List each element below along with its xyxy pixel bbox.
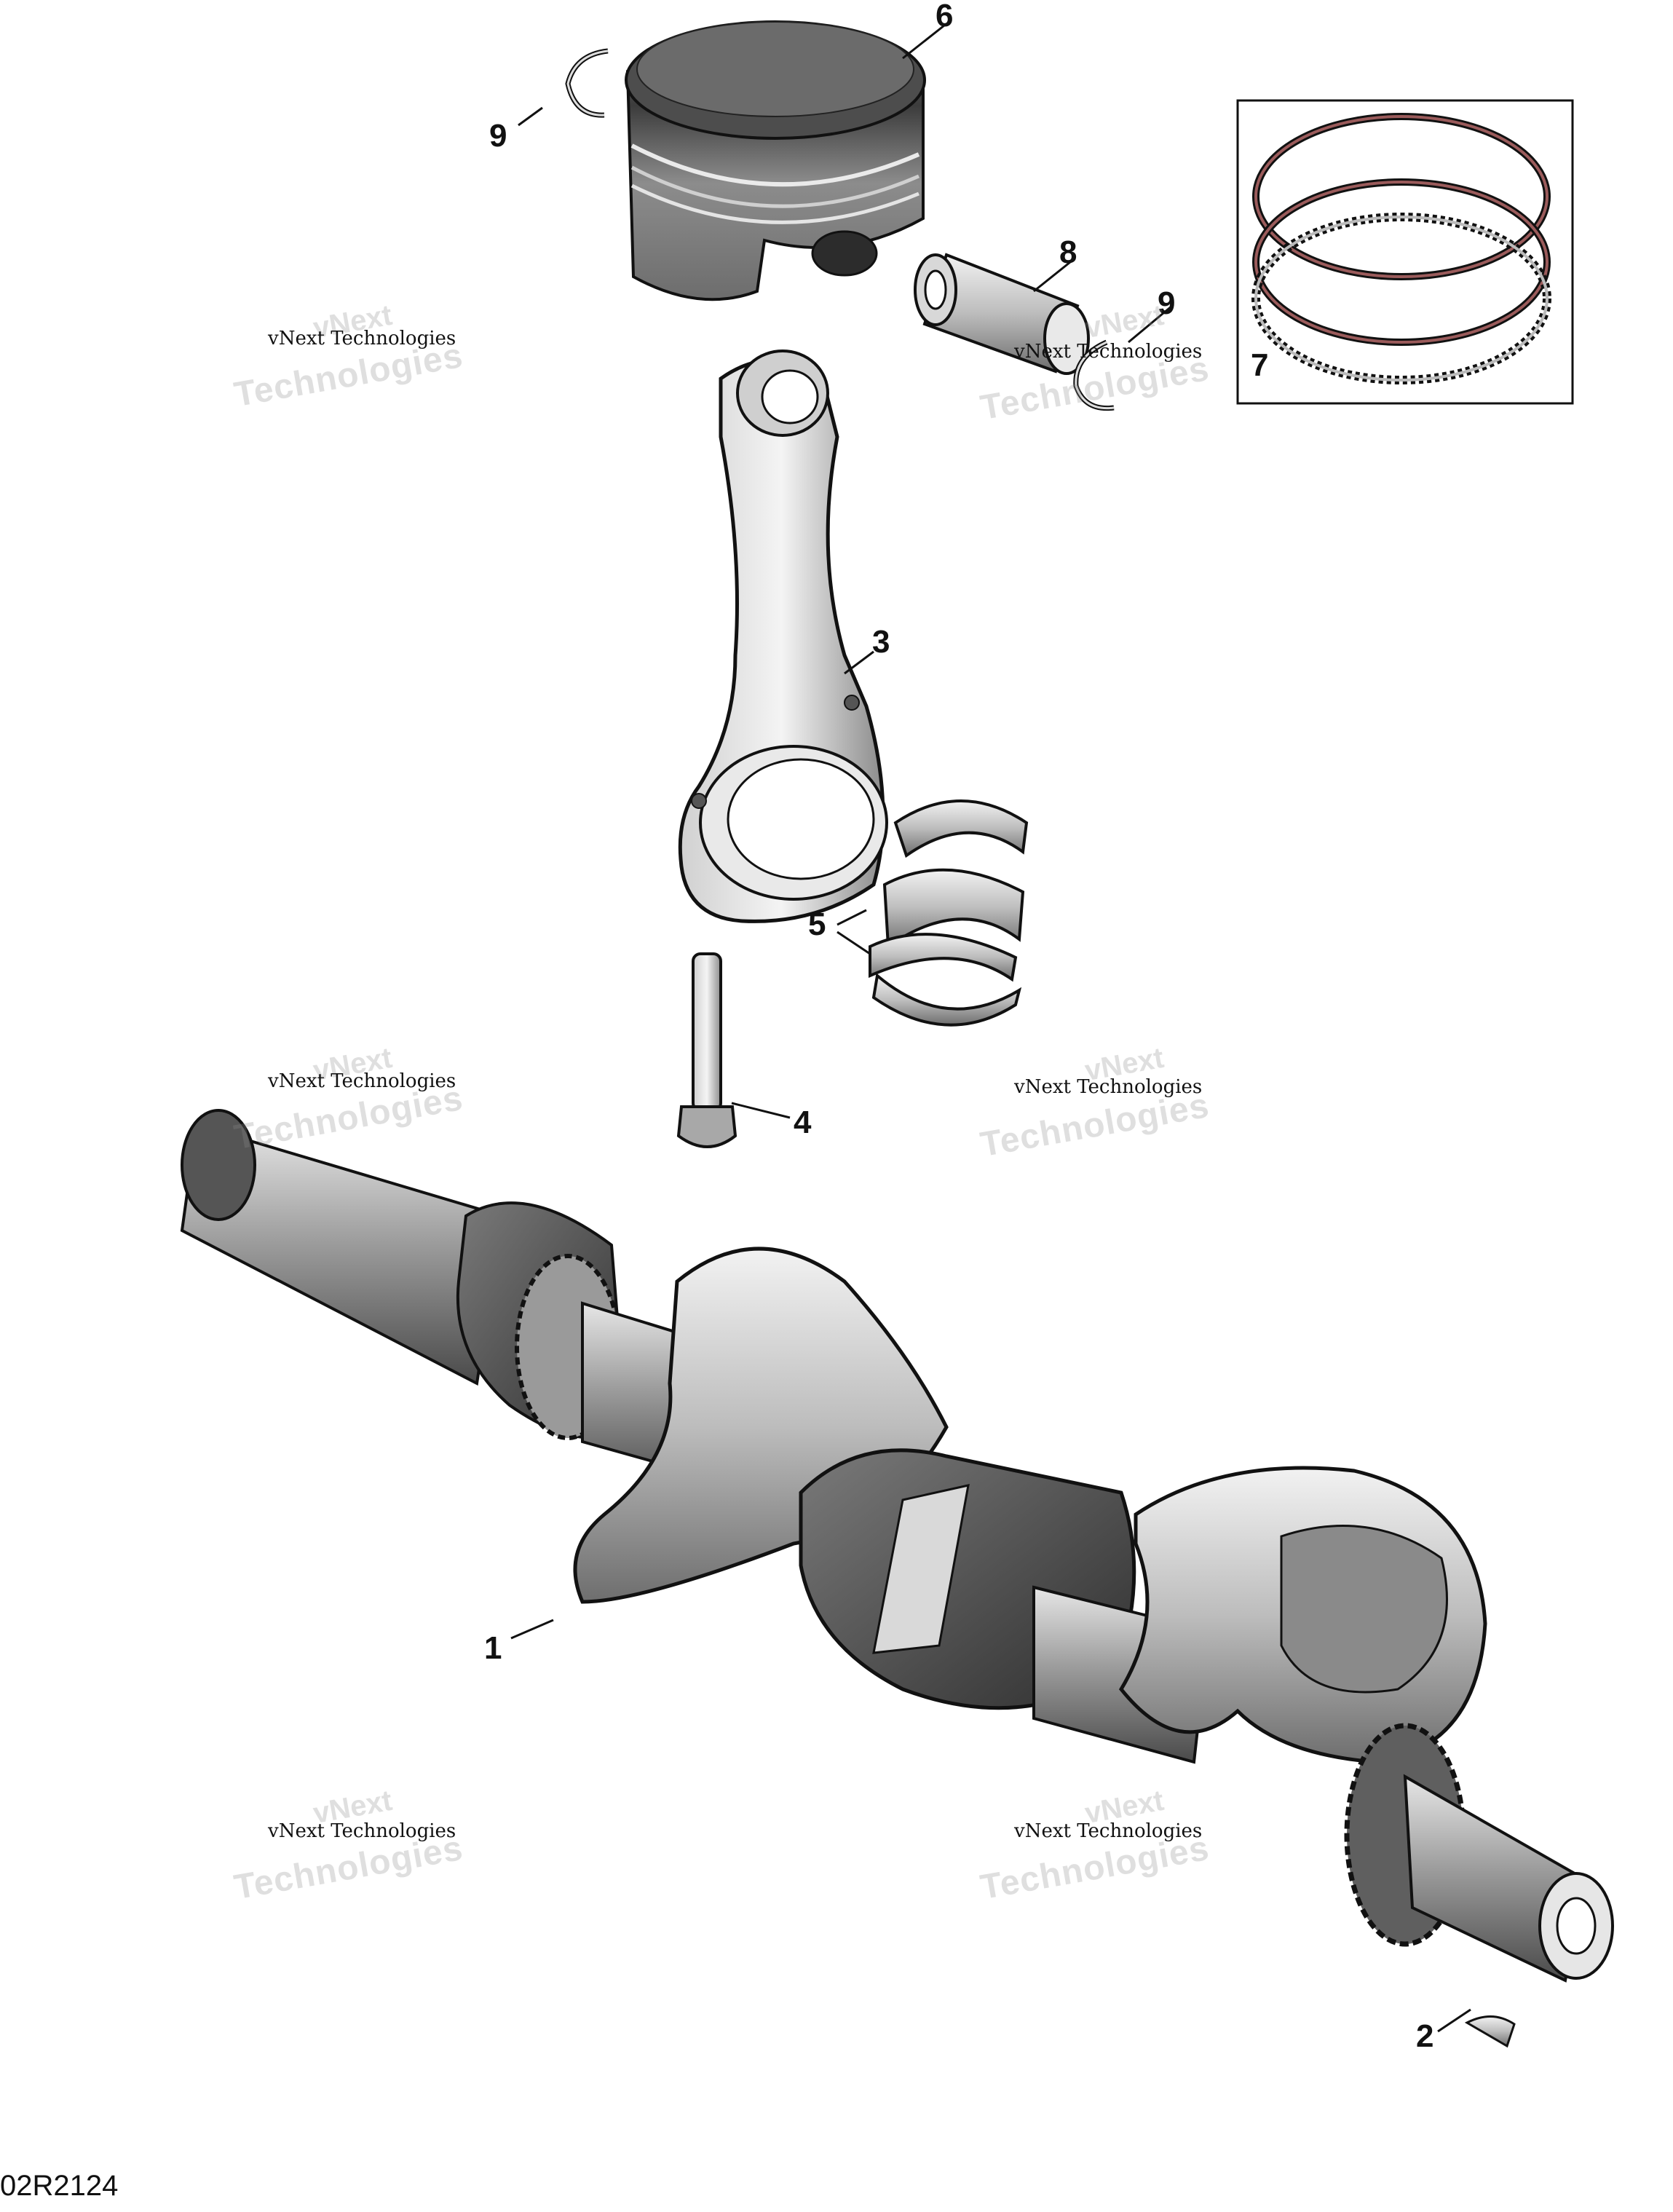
watermark-line: vNext Technologies xyxy=(268,1070,456,1092)
drawing-code: 02R2124 xyxy=(0,2170,119,2202)
watermark-line: vNext Technologies xyxy=(1014,1820,1203,1842)
callout-9-circlip-top: 9 xyxy=(489,118,507,154)
woodruff-key xyxy=(1464,2015,1516,2048)
watermark-line: vNext Technologies xyxy=(1014,1076,1203,1098)
callout-4-con-rod-bolt: 4 xyxy=(794,1105,812,1140)
piston xyxy=(625,20,926,301)
leader-lines xyxy=(510,24,1471,2033)
callout-6-piston: 6 xyxy=(936,0,954,33)
watermark-line: vNext Technologies xyxy=(268,1820,456,1842)
callout-8-piston-pin: 8 xyxy=(1059,234,1077,270)
watermark-line: vNext Technologies xyxy=(1014,341,1203,363)
callout-9-circlip-pin: 9 xyxy=(1158,285,1176,321)
callout-1-crankshaft: 1 xyxy=(484,1630,502,1666)
callout-7-ring-set: 7 xyxy=(1251,347,1269,383)
con-rod-bolt xyxy=(676,952,737,1148)
piston-pin xyxy=(914,253,1090,375)
callout-5-bearing-shells: 5 xyxy=(808,906,826,942)
circlip-top xyxy=(565,48,609,118)
crankshaft xyxy=(180,1109,1614,1983)
watermark-line: vNext Technologies xyxy=(268,328,456,349)
connecting-rod xyxy=(678,349,888,923)
piston-ring-set xyxy=(1236,99,1574,405)
callout-3-connecting-rod: 3 xyxy=(872,624,890,660)
callout-2-woodruff-key: 2 xyxy=(1416,2018,1434,2054)
bearing-shells xyxy=(869,799,1029,1027)
circlip-pin xyxy=(1073,339,1115,411)
